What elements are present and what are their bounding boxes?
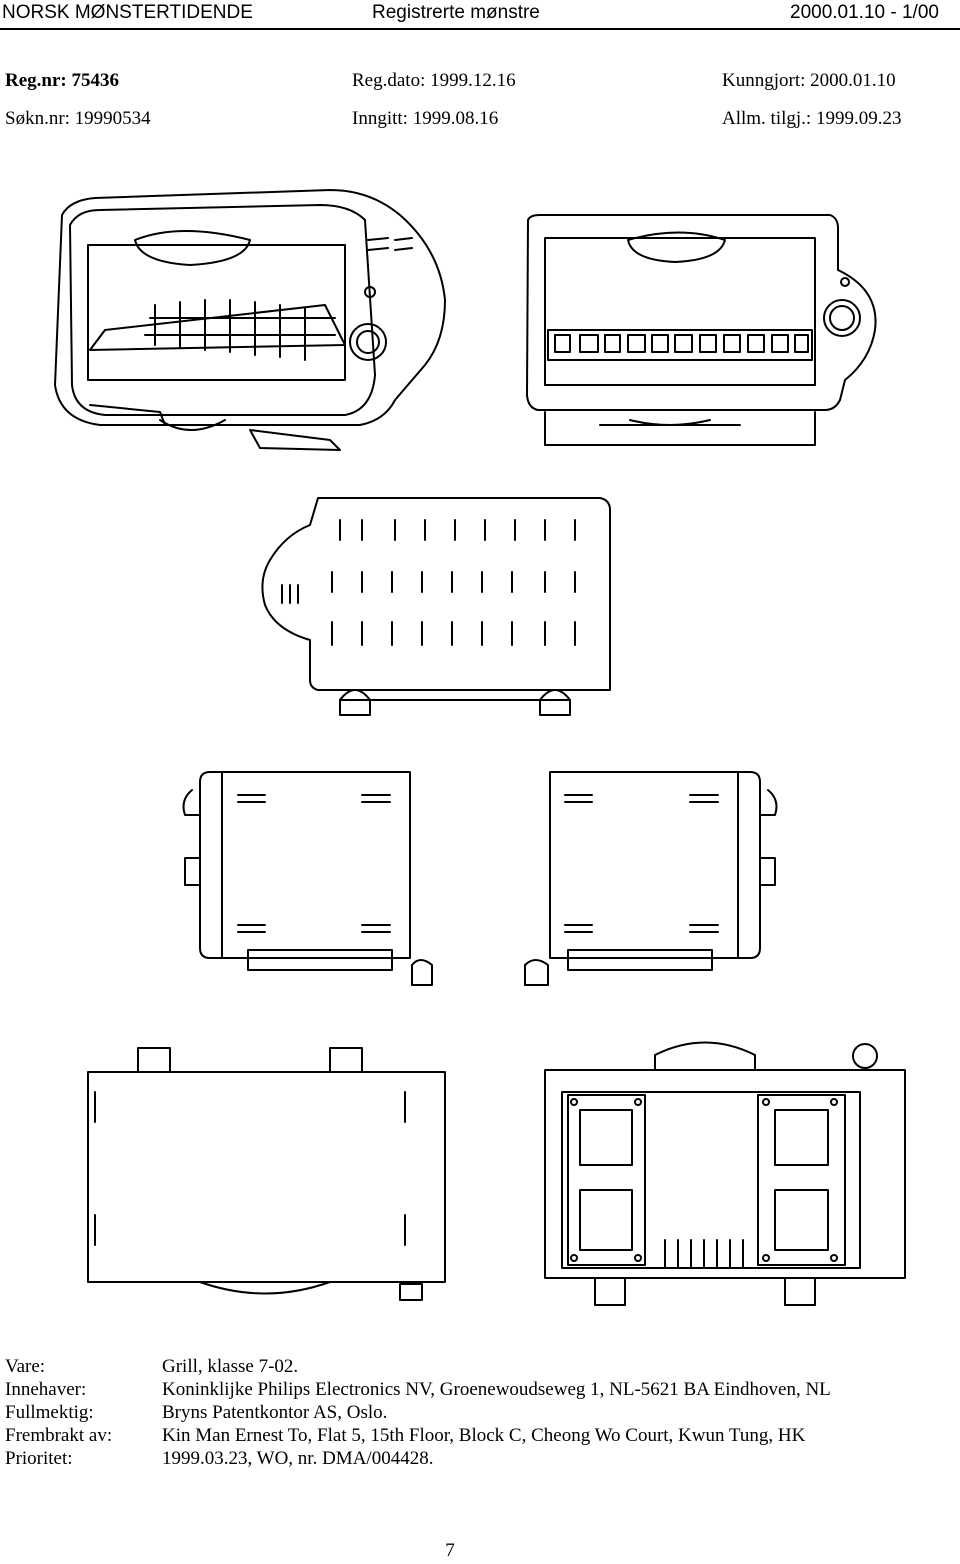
inngitt: Inngitt: 1999.08.16: [352, 108, 499, 129]
field-label: Prioritet:: [5, 1448, 73, 1469]
field-value: Kin Man Ernest To, Flat 5, 15th Floor, B…: [162, 1425, 806, 1446]
issue-label: 2000.01.10 - 1/00: [790, 2, 939, 23]
journal-title: NORSK MØNSTERTIDENDE: [2, 2, 253, 23]
sokn-nr: Søkn.nr: 19990534: [5, 108, 151, 129]
field-value: Grill, klasse 7-02.: [162, 1356, 299, 1377]
field-label: Innehaver:: [5, 1379, 87, 1400]
side-view-drawing: [261, 497, 611, 716]
left-side-view-drawing: [182, 771, 433, 986]
allm-tilgj: Allm. tilgj.: 1999.09.23: [722, 108, 902, 129]
field-label: Vare:: [5, 1356, 46, 1377]
bottom-view-drawing: [544, 1041, 906, 1306]
field-value: Koninklijke Philips Electronics NV, Groe…: [162, 1379, 831, 1400]
field-value: 1999.03.23, WO, nr. DMA/004428.: [162, 1448, 434, 1469]
kunngjort: Kunngjort: 2000.01.10: [722, 70, 896, 91]
perspective-view-drawing: [54, 189, 446, 451]
top-view-drawing: [87, 1047, 446, 1301]
front-view-drawing: [526, 214, 877, 446]
reg-dato: Reg.dato: 1999.12.16: [352, 70, 516, 91]
section-title: Registrerte mønstre: [372, 2, 540, 23]
journal-header: NORSK MØNSTERTIDENDE Registrerte mønstre…: [0, 0, 960, 30]
design-drawings: [54, 189, 906, 1306]
field-label: Fullmektig:: [5, 1402, 94, 1423]
field-label: Frembrakt av:: [5, 1425, 113, 1446]
reg-nr: Reg.nr: 75436: [5, 70, 119, 91]
field-value: Bryns Patentkontor AS, Oslo.: [162, 1402, 388, 1423]
right-side-view-drawing: [524, 771, 778, 986]
page-number: 7: [445, 1540, 455, 1561]
